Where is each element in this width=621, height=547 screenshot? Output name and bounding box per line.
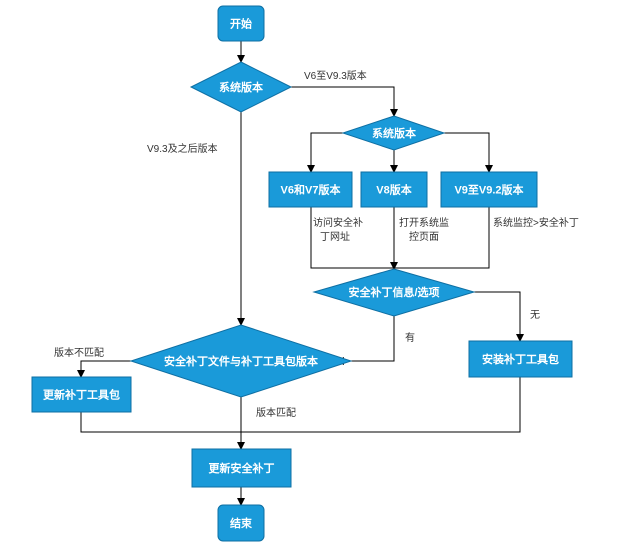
v6-v7-box: V6和V7版本 bbox=[268, 171, 353, 208]
v8-label: V8版本 bbox=[376, 183, 411, 197]
v9-v92-label: V9至V9.2版本 bbox=[454, 183, 523, 197]
edge-check2-to-v9 bbox=[444, 132, 493, 173]
update-patch-tool-label: 更新补丁工具包 bbox=[43, 388, 120, 402]
install-patch-tool-label: 安装补丁工具包 bbox=[482, 352, 559, 366]
label-match: 版本匹配 bbox=[256, 406, 296, 419]
label-v8-action-line1: 打开系统监 bbox=[399, 216, 449, 229]
edge-v6v7-to-info bbox=[310, 207, 394, 269]
version-compare-diamond: 安全补丁文件与补丁工具包版本 bbox=[129, 324, 353, 398]
label-v6v7-action-line2: 丁网址 bbox=[320, 230, 350, 243]
label-v6-to-v93: V6至V9.3版本 bbox=[304, 69, 367, 82]
edge-compare-to-update-tool bbox=[77, 360, 131, 378]
label-v6v7-action-line1: 访问安全补 bbox=[313, 216, 363, 229]
edge-install-to-update bbox=[241, 377, 521, 433]
edge-version-check-to-v6v93 bbox=[291, 86, 398, 117]
v9-v92-box: V9至V9.2版本 bbox=[440, 171, 538, 208]
v6-v7-label: V6和V7版本 bbox=[281, 183, 341, 197]
install-patch-tool-box: 安装补丁工具包 bbox=[468, 340, 573, 378]
edges bbox=[77, 41, 524, 506]
version-check-2-label: 系统版本 bbox=[372, 126, 416, 140]
label-v8-action-line2: 控页面 bbox=[409, 230, 439, 243]
label-none: 无 bbox=[530, 310, 540, 321]
label-v9-action: 系统监控>安全补丁 bbox=[493, 216, 579, 229]
security-patch-info-diamond: 安全补丁信息/选项 bbox=[312, 268, 476, 317]
end-node: 结束 bbox=[217, 504, 265, 542]
edge-v9-to-info bbox=[394, 207, 490, 269]
update-patch-label: 更新安全补丁 bbox=[209, 461, 275, 475]
update-patch-box: 更新安全补丁 bbox=[191, 448, 292, 488]
v8-box: V8版本 bbox=[360, 171, 428, 208]
edge-info-to-install bbox=[474, 291, 524, 342]
edge-check2-to-v6v7 bbox=[307, 132, 343, 173]
end-label: 结束 bbox=[229, 516, 253, 530]
label-mismatch: 版本不匹配 bbox=[54, 346, 104, 359]
edge-info-to-compare bbox=[336, 316, 395, 365]
edge-labels: V6至V9.3版本 V9.3及之后版本 访问安全补 丁网址 打开系统监 控页面 … bbox=[54, 69, 579, 419]
start-node: 开始 bbox=[217, 5, 265, 42]
edge-update-tool-to-update bbox=[80, 412, 241, 433]
update-patch-tool-box: 更新补丁工具包 bbox=[31, 376, 132, 413]
security-patch-info-label: 安全补丁信息/选项 bbox=[348, 285, 439, 299]
version-compare-label: 安全补丁文件与补丁工具包版本 bbox=[164, 354, 318, 368]
version-check-diamond: 系统版本 bbox=[189, 61, 293, 113]
version-check-label: 系统版本 bbox=[219, 80, 263, 94]
label-v93-and-later: V9.3及之后版本 bbox=[147, 142, 218, 155]
start-label: 开始 bbox=[230, 17, 252, 31]
label-has: 有 bbox=[405, 331, 415, 344]
version-check-2-diamond: 系统版本 bbox=[341, 115, 446, 151]
